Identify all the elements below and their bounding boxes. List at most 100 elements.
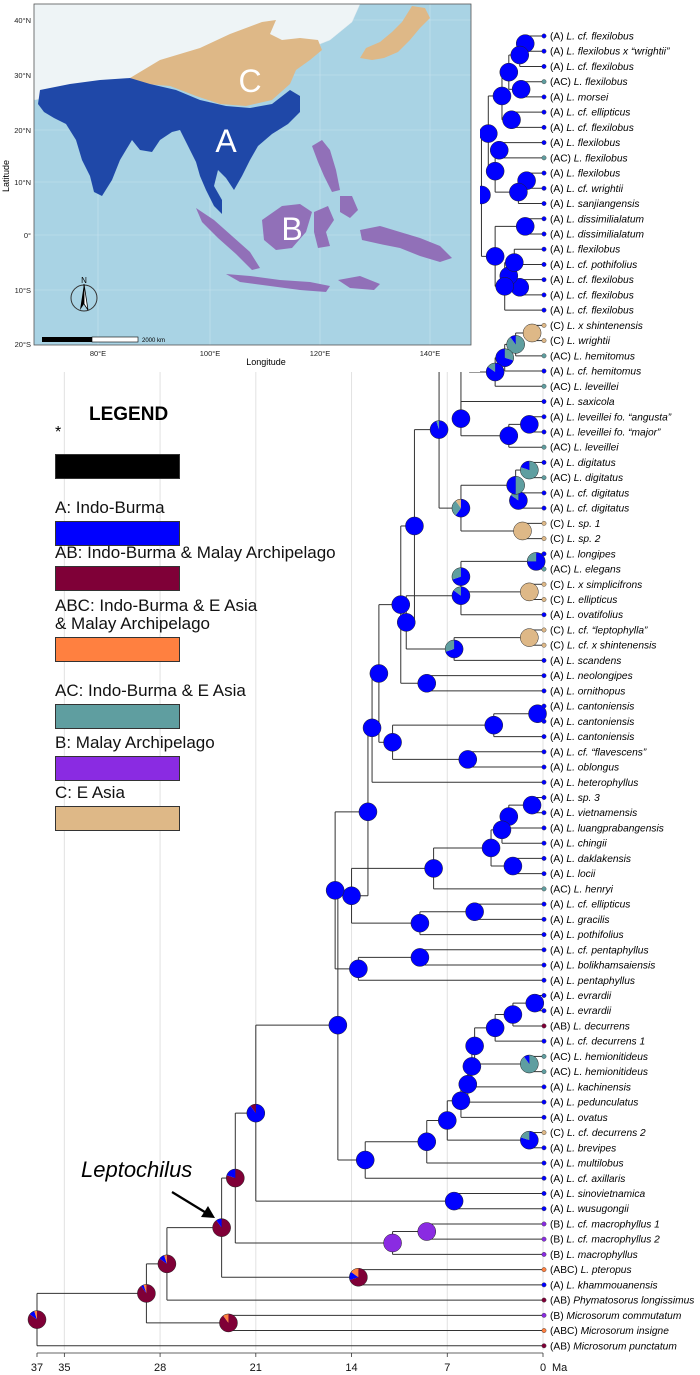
- pie-outline: [349, 1267, 368, 1287]
- taxon-name: L. chingii: [566, 839, 607, 850]
- taxon-name: L. cf. flexilobus: [566, 290, 633, 301]
- taxon-label: (AC) L. digitatus: [550, 473, 623, 484]
- leptochilus-annotation: Leptochilus: [81, 1157, 193, 1182]
- pie-slice: [383, 733, 402, 752]
- taxon-area: (A): [550, 260, 566, 271]
- pie-slice: [29, 1311, 37, 1320]
- pie-slice: [455, 499, 461, 509]
- taxon-name: L. dissimilialatum: [566, 214, 644, 225]
- legend-item: C: E Asia: [55, 784, 295, 831]
- pie-slice: [444, 1191, 464, 1211]
- ancestral-range-pie: [396, 613, 416, 632]
- taxon-label: (AC) L. hemionitideus: [550, 1052, 648, 1063]
- taxon-name: L. cf. macrophyllus 2: [566, 1235, 660, 1246]
- taxon-area: (A): [550, 184, 566, 195]
- tip-dot: [541, 292, 547, 298]
- taxon-label: (A) L. cf. flexilobus: [550, 32, 634, 43]
- legend-swatch: [55, 805, 180, 831]
- taxon-area: (A): [550, 1174, 566, 1185]
- taxon-name: L. sinovietnamica: [566, 1189, 645, 1200]
- ancestral-range-pie: [503, 1005, 523, 1024]
- ancestral-range-pie: [417, 1132, 437, 1152]
- taxon-label: (A) L. evrardii: [550, 991, 612, 1002]
- tip-dot: [541, 1236, 547, 1242]
- legend-item: A: Indo-Burma: [55, 499, 295, 546]
- region-labels: C A B: [215, 63, 302, 247]
- taxon-area: (A): [550, 717, 566, 728]
- taxon-label: (C) L. cf. x shintenensis: [550, 641, 656, 652]
- pie-slice: [506, 335, 525, 354]
- taxon-area: (C): [550, 1128, 567, 1139]
- taxon-name: L. brevipes: [566, 1143, 616, 1154]
- tip-dot: [541, 566, 547, 572]
- taxon-label: (A) L. scandens: [550, 656, 621, 667]
- tip-dot: [541, 1130, 547, 1135]
- arrow-shaft: [171, 1191, 209, 1215]
- taxon-name: L. cf. “flavescens”: [566, 747, 646, 758]
- pie-slice: [451, 500, 461, 516]
- pie-slice: [513, 521, 532, 541]
- taxon-name: Phymatosorus longissimus: [573, 1296, 694, 1307]
- pie-slice: [485, 247, 505, 266]
- map-y-label: Latitude: [1, 160, 11, 192]
- taxon-area: (A): [550, 747, 566, 758]
- taxon-area: (A): [550, 656, 566, 667]
- ancestral-range-pie: [525, 993, 545, 1013]
- tip-dot: [541, 322, 547, 328]
- taxon-label: (A) L. cf. flexilobus: [550, 275, 634, 286]
- taxon-label: (A) L. ornithopus: [550, 686, 625, 697]
- ancestral-range-pie: [429, 420, 449, 439]
- ancestral-range-pie: [451, 567, 471, 586]
- tip-dot: [541, 932, 547, 937]
- legend-swatch: [55, 520, 180, 546]
- lat-tick: 10°S: [15, 286, 31, 295]
- lat-tick-labels: 40°N 30°N 20°N 10°N 0° 10°S 20°S: [14, 16, 31, 349]
- taxon-area: (A): [550, 92, 566, 103]
- taxon-area: (A): [550, 1143, 566, 1154]
- taxon-name: L. neolongipes: [566, 671, 632, 682]
- taxon-name: L. multilobus: [566, 1159, 623, 1170]
- taxon-name: L. evrardii: [566, 1006, 611, 1017]
- taxon-area: (A): [550, 138, 566, 149]
- ancestral-range-pie: [484, 715, 504, 735]
- ancestral-range-pie: [462, 1057, 482, 1076]
- taxon-area: (A): [550, 245, 566, 256]
- taxon-area: (A): [550, 458, 566, 469]
- pie-slice: [487, 363, 496, 373]
- distribution-map: C A B N 2000 km 40°N 30°N 20°N 10°N 0° 1…: [0, 0, 480, 372]
- pie-slice: [246, 1104, 265, 1123]
- tip-dot: [541, 886, 547, 892]
- taxon-area: (A): [550, 1189, 566, 1200]
- ancestral-range-pie: [520, 628, 539, 647]
- pie-slice: [355, 1150, 375, 1170]
- tip-dot: [541, 520, 547, 526]
- ancestral-range-pie: [417, 674, 437, 693]
- tip-dot: [541, 231, 547, 237]
- pie-outline: [520, 1054, 539, 1074]
- taxon-area: (A): [550, 671, 566, 682]
- ancestral-range-pie: [502, 110, 521, 130]
- taxon-area: (ABC): [550, 1326, 581, 1337]
- taxon-area: (A): [550, 1006, 566, 1017]
- tip-dot: [541, 1145, 547, 1151]
- taxon-name: L. macrophyllus: [566, 1250, 637, 1261]
- taxon-name: L. bolikhamsaiensis: [566, 961, 655, 972]
- tip-dot: [541, 642, 547, 648]
- tip-dot: [541, 216, 547, 222]
- taxon-area: (B): [550, 1311, 566, 1322]
- ancestral-range-pie: [246, 1103, 266, 1123]
- tip-dot: [541, 764, 547, 770]
- ancestral-range-pie: [458, 1075, 478, 1094]
- taxon-name: L. flexilobus: [566, 169, 620, 180]
- taxon-label: (A) L. flexilobus: [550, 169, 620, 180]
- taxon-label: (A) L. flexilobus: [550, 245, 620, 256]
- taxon-area: (AC): [550, 884, 574, 895]
- taxon-label: (AC) L. leveillei: [550, 382, 619, 393]
- tip-dot: [541, 33, 547, 39]
- legend-label: A: Indo-Burma: [55, 498, 165, 517]
- taxon-label: (A) L. cf. pentaphyllus: [550, 945, 649, 956]
- region-a-indo-burma: [38, 78, 300, 214]
- pie-slice: [458, 750, 478, 769]
- tip-dot: [541, 1023, 547, 1029]
- taxon-label: (AC) L. hemionitideus: [550, 1067, 648, 1078]
